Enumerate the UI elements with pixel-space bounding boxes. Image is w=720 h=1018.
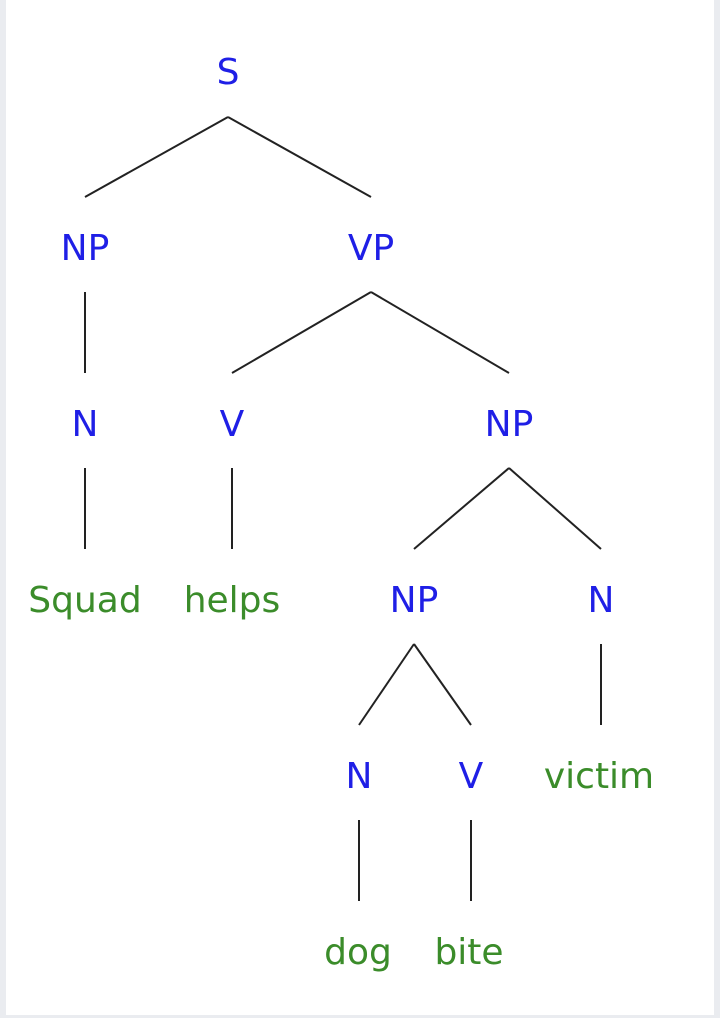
word-dog: dog [324,932,392,973]
edge-vp-np [370,291,510,374]
edge-s-vp [227,116,372,198]
edge-np-nobject [508,467,602,550]
edge-npcompound-v [413,643,472,726]
syntax-tree-frame: S NP VP N V NP NP N N V Squad helps vict… [6,0,714,1015]
word-labels: Squad helps victim dog bite [28,580,654,973]
tree-edges [84,116,602,901]
node-n-object: N [588,580,615,621]
node-v-main: V [220,404,245,445]
node-vp: VP [348,228,394,269]
edge-npcompound-n [358,643,415,726]
word-bite: bite [434,932,503,973]
syntax-tree: S NP VP N V NP NP N N V Squad helps vict… [28,52,654,973]
node-v-compound: V [459,756,484,797]
word-squad: Squad [28,580,141,621]
word-helps: helps [184,580,281,621]
edge-s-np [84,116,229,198]
node-np-object: NP [485,404,534,445]
node-s: S [217,52,240,93]
edge-np-npcompound [413,467,510,550]
word-victim: victim [544,756,654,797]
node-np-compound: NP [390,580,439,621]
node-np-subject: NP [61,228,110,269]
node-n-compound: N [346,756,373,797]
node-n-subject: N [72,404,99,445]
edge-vp-v [231,291,372,374]
category-labels: S NP VP N V NP NP N N V [61,52,615,797]
